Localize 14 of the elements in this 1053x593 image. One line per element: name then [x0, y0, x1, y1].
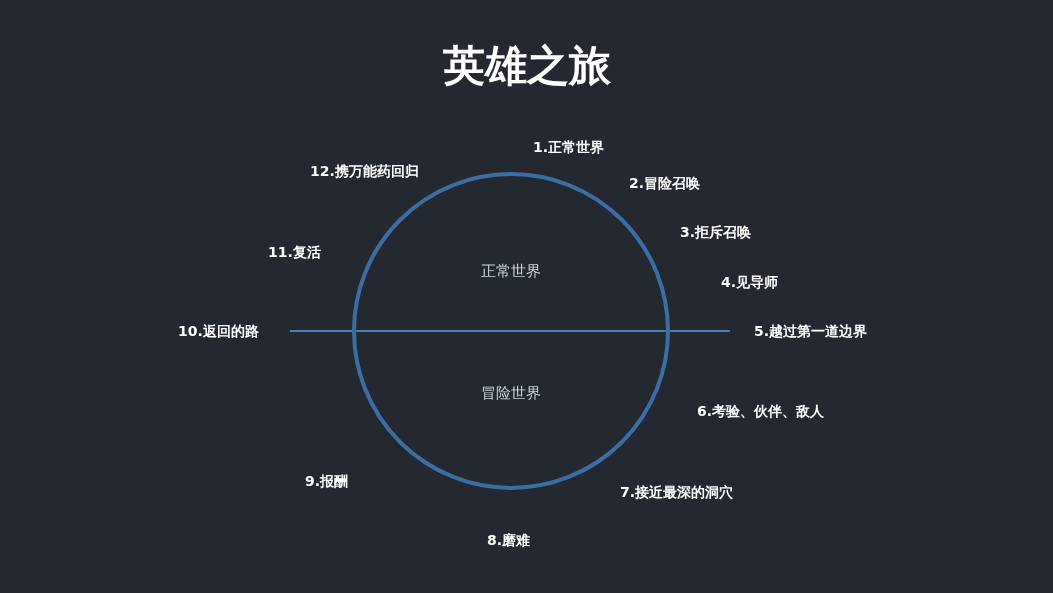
stage-label: 12.携万能药回归 [310, 162, 419, 180]
world-label: 正常世界 [480, 261, 542, 281]
stage-label: 8.磨难 [487, 531, 531, 549]
stage-label: 1.正常世界 [533, 138, 605, 156]
stage-label: 5.越过第一道边界 [754, 322, 868, 340]
stage-label: 11.复活 [268, 243, 321, 261]
title: 英雄之旅 [441, 40, 612, 92]
stage-label: 6.考验、伙伴、敌人 [697, 402, 825, 420]
stage-label: 2.冒险召唤 [629, 174, 701, 192]
stage-label: 7.接近最深的洞穴 [620, 483, 734, 501]
world-label: 冒险世界 [480, 383, 542, 403]
stage-label: 3.拒斥召唤 [680, 223, 752, 241]
stage-label: 10.返回的路 [178, 322, 259, 340]
stage-label: 4.见导师 [721, 273, 779, 291]
